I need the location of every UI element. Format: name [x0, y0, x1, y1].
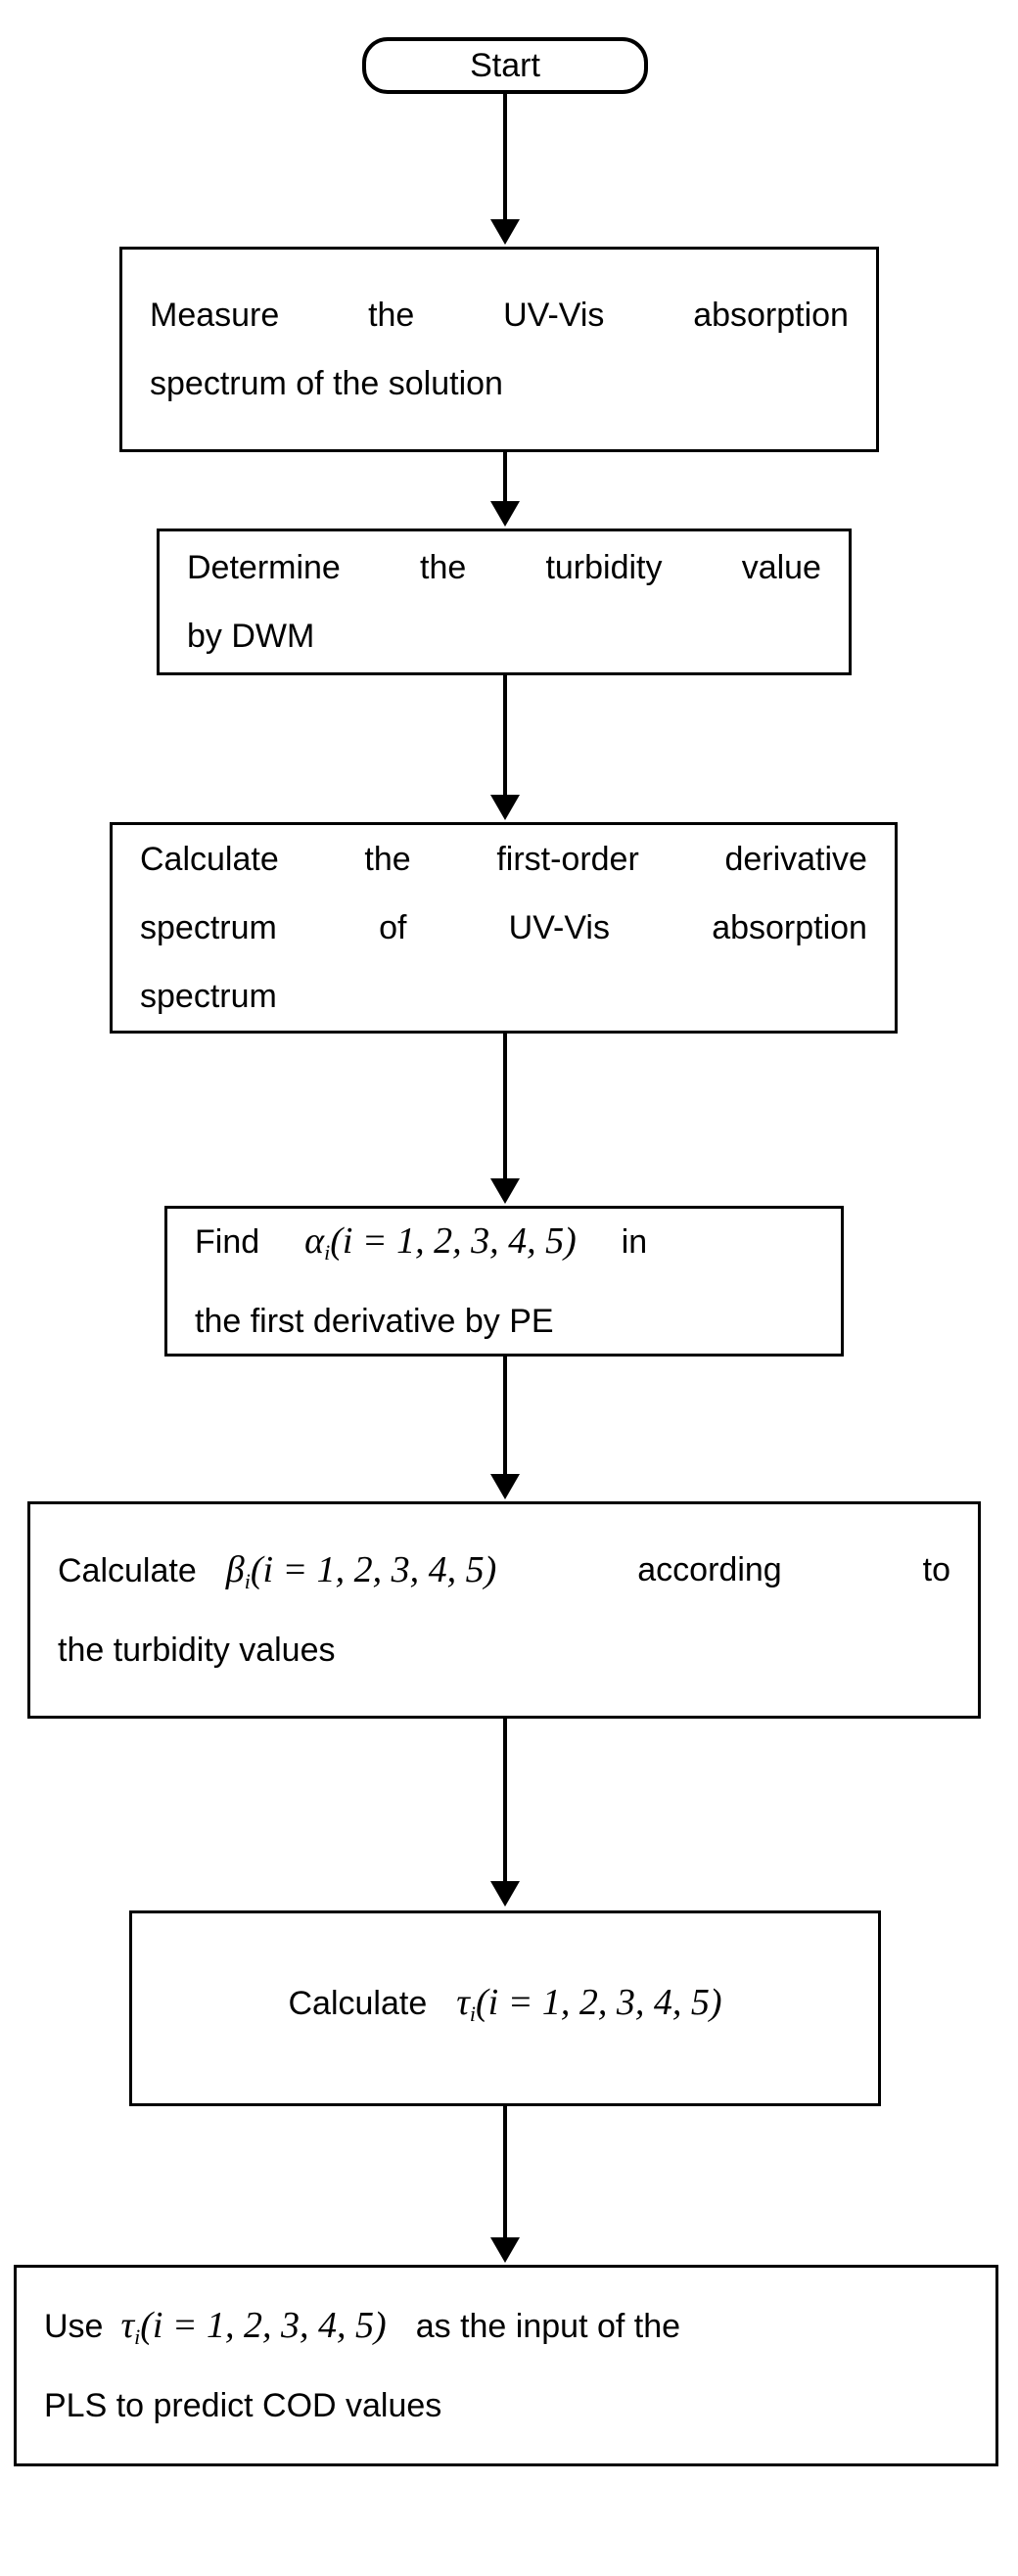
arrowhead-icon [490, 1474, 520, 1499]
arrowhead-icon [490, 219, 520, 245]
tau-range-expression: (i = 1, 2, 3, 4, 5) [475, 1981, 722, 2023]
connector-line [503, 675, 507, 797]
node-use-tau-line-2: PLS to predict COD values [44, 2387, 442, 2425]
node-derivative[interactable]: Calculate the first-order derivative spe… [110, 822, 898, 1034]
arrowhead-icon [490, 1881, 520, 1907]
beta-range-expression: (i = 1, 2, 3, 4, 5) [250, 1548, 497, 1590]
node-measure[interactable]: Measure the UV-Vis absorption spectrum o… [119, 247, 879, 452]
tau-subscript: i [134, 2324, 141, 2350]
node-derivative-line-1: Calculate the first-order derivative [140, 841, 867, 878]
alpha-range-expression: (i = 1, 2, 3, 4, 5) [330, 1219, 577, 1262]
arrowhead-icon [490, 2237, 520, 2263]
node-start-label: Start [470, 47, 540, 84]
connector-line [503, 1357, 507, 1476]
node-turbidity-line-1: Determine the turbidity value [187, 549, 821, 586]
node-find-alpha-line-2: the first derivative by PE [195, 1303, 554, 1341]
node-measure-line-1: Measure the UV-Vis absorption [150, 297, 849, 334]
arrowhead-icon [490, 501, 520, 527]
connector-line [503, 2106, 507, 2239]
node-calc-beta-line-2: the turbidity values [58, 1632, 336, 1670]
tau-symbol: τ [456, 1981, 470, 2023]
node-turbidity-line-2: by DWM [187, 618, 315, 655]
connector-line [503, 1034, 507, 1180]
node-derivative-line-2: spectrum of UV-Vis absorption [140, 909, 867, 946]
alpha-symbol: α [304, 1219, 325, 1262]
connector-line [503, 94, 507, 221]
node-start[interactable]: Start [362, 37, 648, 94]
node-measure-line-2: spectrum of the solution [150, 365, 503, 402]
alpha-subscript: i [324, 1240, 331, 1265]
tau-symbol: τ [120, 2304, 135, 2346]
connector-line [503, 1719, 507, 1883]
beta-symbol: β [225, 1548, 245, 1590]
tau-subscript: i [469, 2001, 476, 2027]
connector-line [503, 452, 507, 503]
arrowhead-icon [490, 1178, 520, 1204]
tau-range-expression: (i = 1, 2, 3, 4, 5) [140, 2304, 387, 2346]
node-turbidity[interactable]: Determine the turbidity value by DWM [157, 529, 852, 675]
node-derivative-line-3: spectrum [140, 978, 277, 1015]
beta-subscript: i [244, 1569, 251, 1594]
arrowhead-icon [490, 795, 520, 820]
